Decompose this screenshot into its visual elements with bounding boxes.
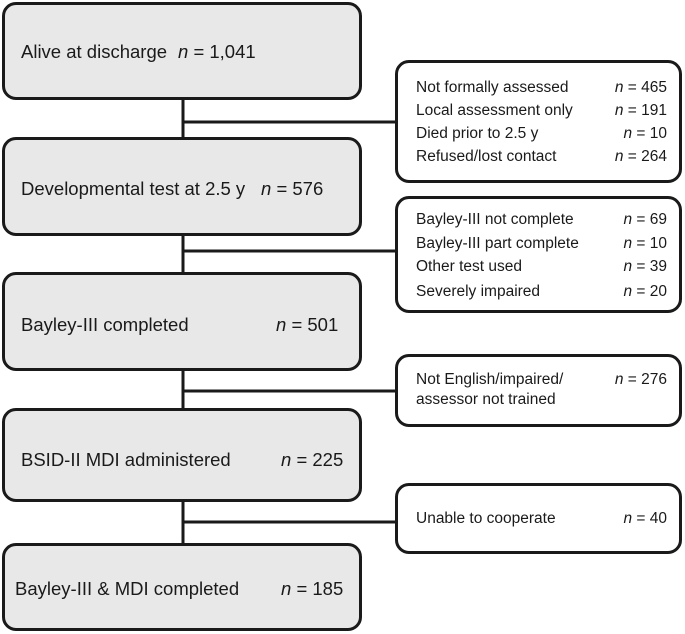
count-value: = 185 <box>296 578 344 599</box>
exclusion-row: assessor not trained <box>398 391 679 413</box>
exclusion-label: Bayley-III not complete <box>416 211 574 228</box>
bayley-mdi-completed-box: Bayley-III & MDI completed n = 185 <box>2 543 362 631</box>
exclusion-count: n = 10 <box>623 125 667 143</box>
count-value: = 69 <box>636 211 667 228</box>
count-value: = 576 <box>276 178 324 199</box>
count-value: = 10 <box>636 235 667 252</box>
count-value: = 1,041 <box>193 41 256 62</box>
count-value: = 264 <box>627 148 667 165</box>
exclusion-row: Not English/impaired/n = 276 <box>398 371 679 393</box>
box-count: n = 1,041 <box>178 41 256 63</box>
n-symbol: n <box>623 211 633 228</box>
count-value: = 39 <box>636 258 667 275</box>
exclusion-label: Died prior to 2.5 y <box>416 125 539 142</box>
exclusion-count: n = 191 <box>615 102 667 120</box>
exclusion-label: Refused/lost contact <box>416 148 557 165</box>
box-label: Bayley-III & MDI completed <box>15 578 240 599</box>
exclusion-label: assessor not trained <box>416 391 556 408</box>
box-count: n = 501 <box>276 314 338 336</box>
n-symbol: n <box>261 178 272 199</box>
exclusion-row: Bayley-III part complete n = 10 <box>398 235 679 257</box>
box-label: Bayley-III completed <box>21 314 189 335</box>
exclusion-label: Not English/impaired/ <box>416 371 564 388</box>
count-value: = 225 <box>296 449 344 470</box>
exclusion-box-4: Unable to cooperate n = 40 <box>395 483 682 554</box>
exclusion-row: Severely impaired n = 20 <box>398 283 679 305</box>
exclusion-count: n = 264 <box>615 148 667 166</box>
bsid-mdi-administered-box: BSID-II MDI administered n = 225 <box>2 408 362 502</box>
exclusion-count: n = 465 <box>615 79 667 97</box>
exclusion-label: Not formally assessed <box>416 79 569 96</box>
developmental-test-box: Developmental test at 2.5 y n = 576 <box>2 137 362 236</box>
exclusion-row: Unable to cooperate n = 40 <box>398 510 679 532</box>
n-symbol: n <box>623 510 633 527</box>
count-value: = 465 <box>627 79 667 96</box>
count-value: = 40 <box>636 510 667 527</box>
count-value: = 20 <box>636 283 667 300</box>
box-label: Developmental test at 2.5 y <box>21 178 246 199</box>
exclusion-box-3: Not English/impaired/n = 276 assessor no… <box>395 354 682 427</box>
exclusion-count: n = 40 <box>623 510 667 528</box>
n-symbol: n <box>623 125 633 142</box>
exclusion-count: n = 276 <box>615 371 667 389</box>
n-symbol: n <box>623 235 633 252</box>
exclusion-label: Unable to cooperate <box>416 510 556 527</box>
count-value: = 191 <box>627 102 667 119</box>
n-symbol: n <box>623 283 633 300</box>
exclusion-label: Local assessment only <box>416 102 573 119</box>
box-label: Alive at discharge <box>21 41 168 62</box>
n-symbol: n <box>614 371 624 388</box>
exclusion-count: n = 39 <box>623 258 667 276</box>
exclusion-box-2: Bayley-III not complete n = 69 Bayley-III… <box>395 196 682 313</box>
box-count: n = 185 <box>281 578 343 600</box>
count-value: = 276 <box>627 371 667 388</box>
exclusion-row: Refused/lost contact n = 264 <box>398 148 679 170</box>
n-symbol: n <box>614 102 624 119</box>
box-label: BSID-II MDI administered <box>21 449 231 470</box>
n-symbol: n <box>281 449 292 470</box>
exclusion-row: Other test used n = 39 <box>398 258 679 280</box>
exclusion-label: Bayley-III part complete <box>416 235 579 252</box>
bayley-completed-box: Bayley-III completed n = 501 <box>2 272 362 371</box>
alive-at-discharge-box: Alive at discharge n = 1,041 <box>2 2 362 100</box>
n-symbol: n <box>614 148 624 165</box>
exclusion-count: n = 69 <box>623 211 667 229</box>
exclusion-label: Severely impaired <box>416 283 541 300</box>
n-symbol: n <box>276 314 287 335</box>
exclusion-row: Local assessment only n = 191 <box>398 102 679 124</box>
exclusion-row: Not formally assessed n = 465 <box>398 79 679 101</box>
exclusion-count: n = 10 <box>623 235 667 253</box>
exclusion-row: Bayley-III not complete n = 69 <box>398 211 679 233</box>
n-symbol: n <box>614 79 624 96</box>
exclusion-count: n = 20 <box>623 283 667 301</box>
n-symbol: n <box>281 578 292 599</box>
box-count: n = 225 <box>281 449 343 471</box>
n-symbol: n <box>178 41 189 62</box>
n-symbol: n <box>623 258 633 275</box>
exclusion-box-1: Not formally assessed n = 465 Local asses… <box>395 60 682 183</box>
exclusion-row: Died prior to 2.5 y n = 10 <box>398 125 679 147</box>
count-value: = 10 <box>636 125 667 142</box>
exclusion-label: Other test used <box>416 258 522 275</box>
box-count: n = 576 <box>261 178 323 200</box>
count-value: = 501 <box>291 314 339 335</box>
